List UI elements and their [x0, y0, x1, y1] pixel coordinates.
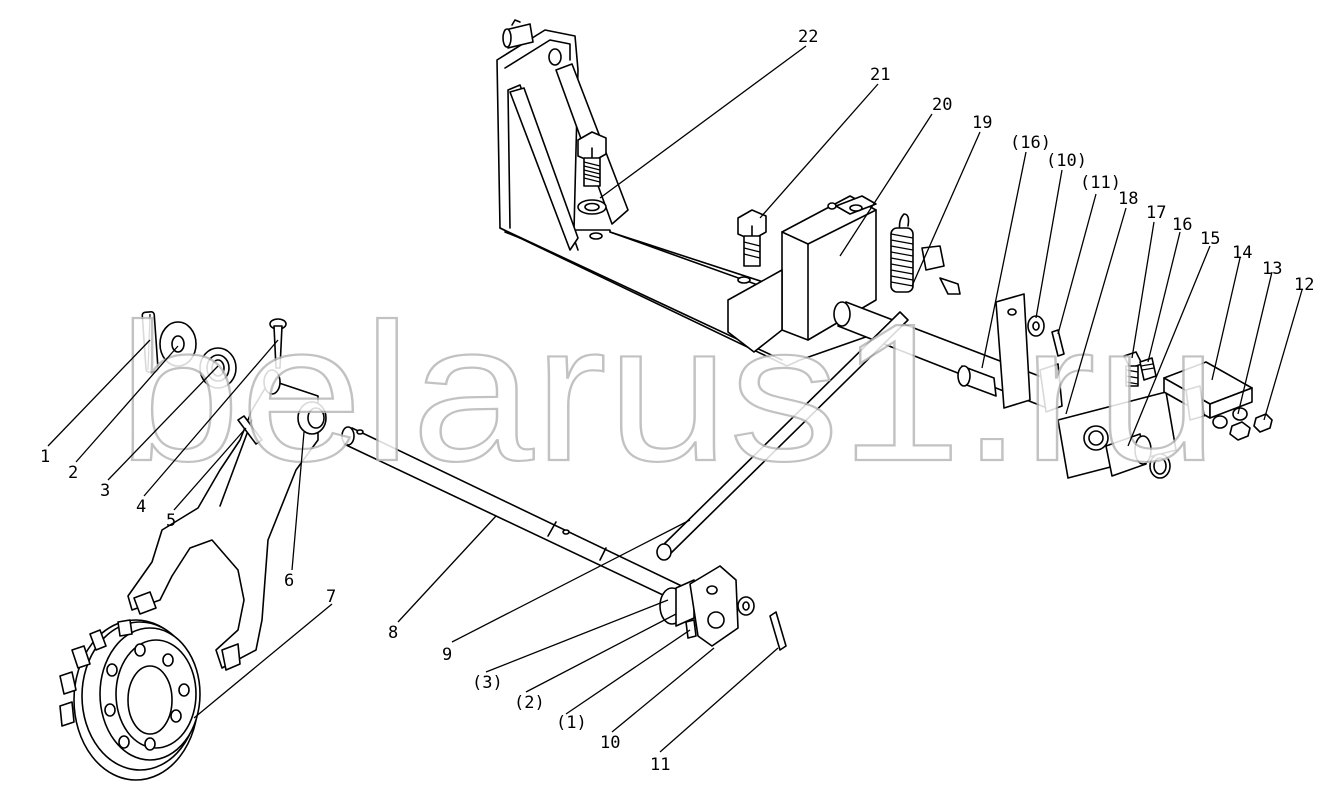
callout-labels: 1 2 3 4 5 6 7 8 9 (3) (2) (1) 10 11 22 2… [40, 27, 1314, 775]
callout-p1: (1) [556, 713, 587, 733]
callout-5: 5 [166, 511, 176, 531]
callout-17: 17 [1146, 203, 1166, 223]
callout-p10: (10) [1046, 151, 1087, 171]
callout-p3: (3) [472, 673, 503, 693]
callout-7: 7 [326, 587, 336, 607]
callout-p11: (11) [1080, 173, 1121, 193]
bearing-3 [199, 347, 237, 389]
callout-21: 21 [870, 65, 890, 85]
callout-16: 16 [1172, 215, 1192, 235]
callout-11: 11 [650, 755, 670, 775]
callout-18: 18 [1118, 189, 1138, 209]
bolt-21 [737, 209, 767, 267]
cotter-pin-1 [141, 311, 159, 373]
leader-lines [47, 45, 1303, 753]
watermark-text: belarus1.ru [118, 283, 1218, 502]
rod-9 [656, 311, 909, 561]
pin-11-lower [769, 611, 787, 651]
callout-12: 12 [1294, 275, 1314, 295]
callout-14: 14 [1232, 243, 1252, 263]
callout-13: 13 [1262, 259, 1282, 279]
callout-10: 10 [600, 733, 620, 753]
callout-8: 8 [388, 623, 398, 643]
pedal-pad-14 [1163, 361, 1253, 421]
nut-12 [1253, 413, 1273, 433]
callout-4: 4 [136, 497, 146, 517]
callout-p16: (16) [1010, 133, 1051, 153]
callout-p2: (2) [514, 693, 545, 713]
spring-pin-5 [237, 415, 263, 445]
callout-2: 2 [68, 463, 78, 483]
release-fork-6 [127, 369, 327, 671]
shaft-lever-10 [659, 565, 755, 647]
callout-6: 6 [284, 571, 294, 591]
callout-22: 22 [798, 27, 818, 47]
fork-shaft-8 [341, 426, 691, 605]
callout-20: 20 [932, 95, 952, 115]
pin-11 [1051, 329, 1065, 357]
lever-18 [995, 293, 1063, 413]
tube-15 [1105, 433, 1171, 479]
washer-2 [159, 321, 197, 367]
callout-19: 19 [972, 113, 992, 133]
washer-13 [1212, 415, 1228, 429]
callout-1: 1 [40, 447, 50, 467]
callout-3: 3 [100, 481, 110, 501]
release-bearing-7 [59, 619, 201, 781]
bolt-22 [577, 131, 607, 215]
callout-15: 15 [1200, 229, 1220, 249]
callout-9: 9 [442, 645, 452, 665]
nut-13 [1229, 421, 1251, 441]
pin-4 [269, 318, 287, 369]
